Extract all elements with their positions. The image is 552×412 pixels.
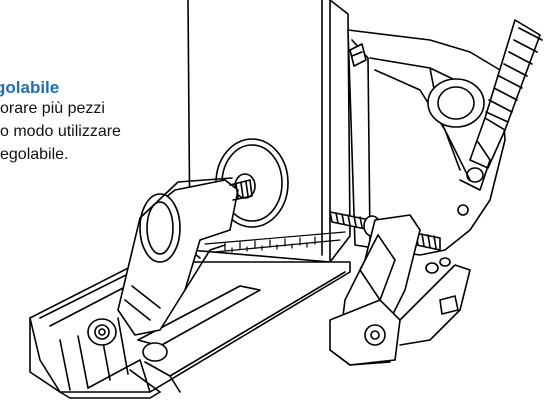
left-threaded-rod (229, 179, 253, 201)
adjustable-stop (329, 214, 471, 366)
left-clamp (87, 177, 239, 362)
caption-line: orare più pezzi (0, 100, 105, 117)
handle-grip (469, 19, 543, 169)
caption-line: egolabile. (0, 146, 69, 163)
caption-heading: golabile (0, 78, 60, 97)
caption-line: o modo utilizzare (0, 123, 121, 140)
board-clip (349, 43, 367, 67)
right-mechanism (347, 29, 506, 256)
